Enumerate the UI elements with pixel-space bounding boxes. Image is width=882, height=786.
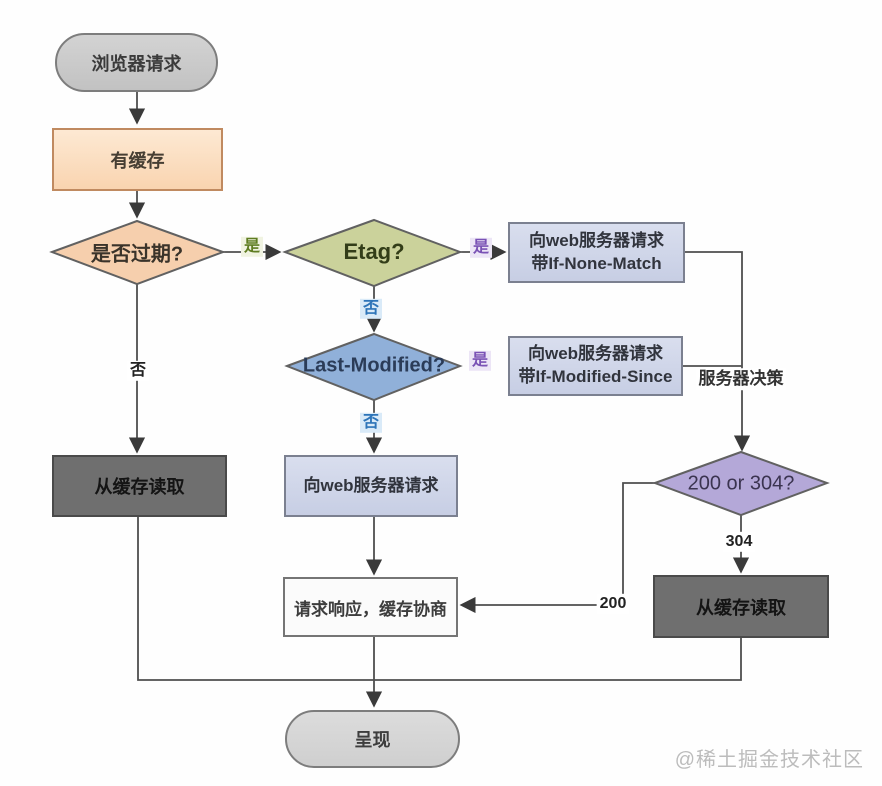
request-if-none-match-node: 向web服务器请求 带If-None-Match [508, 222, 685, 283]
request-if-modified-since-node: 向web服务器请求 带If-Modified-Since [508, 336, 683, 396]
response-label: 请求响应，缓存协商 [294, 599, 447, 619]
edge-label-no-last-modified: 否 [359, 412, 383, 434]
render-label: 呈现 [354, 730, 391, 750]
web-request-node: 向web服务器请求 [284, 455, 458, 517]
etag-diamond-label: Etag? [343, 239, 405, 264]
read-cache-right-node: 从缓存读取 [653, 575, 829, 638]
last-modified-diamond-label: Last-Modified? [302, 354, 446, 377]
request-if-modified-since-line1: 向web服务器请求 [527, 344, 664, 364]
edge-label-status-200: 200 [596, 593, 630, 615]
render-node: 呈现 [285, 710, 460, 768]
expired-diamond-label: 是否过期? [90, 243, 184, 266]
watermark: @稀土掘金技术社区 [674, 749, 864, 771]
start-node: 浏览器请求 [55, 33, 218, 92]
edge-label-yes-expired: 是 [240, 236, 264, 258]
edge-readcacheright-to-render [374, 638, 742, 681]
edge-label-yes-last-modified: 是 [468, 350, 492, 372]
request-if-modified-since-line2: 带If-Modified-Since [518, 367, 673, 386]
request-if-none-match-line1: 向web服务器请求 [528, 230, 665, 250]
response-node: 请求响应，缓存协商 [283, 577, 458, 637]
request-if-none-match-line2: 带If-None-Match [531, 253, 662, 273]
read-cache-right-label: 从缓存读取 [696, 597, 786, 618]
edge-label-no-etag: 否 [359, 298, 383, 320]
has-cache-node: 有缓存 [52, 128, 223, 191]
edge-ifnonematch-to-decision [685, 251, 751, 452]
start-node-label: 浏览器请求 [91, 53, 182, 74]
read-cache-left-label: 从缓存读取 [94, 477, 185, 497]
edge-label-yes-etag: 是 [469, 237, 493, 259]
edge-label-no-expired: 否 [126, 360, 150, 382]
has-cache-label: 有缓存 [110, 150, 165, 171]
status-diamond-label: 200 or 304? [687, 472, 795, 495]
edge-decision-200-to-response [459, 482, 655, 614]
web-request-label: 向web服务器请求 [303, 475, 439, 495]
read-cache-left-node: 从缓存读取 [52, 455, 227, 517]
edge-label-status-304: 304 [722, 531, 756, 553]
edge-label-server-decision: 服务器决策 [695, 368, 787, 390]
